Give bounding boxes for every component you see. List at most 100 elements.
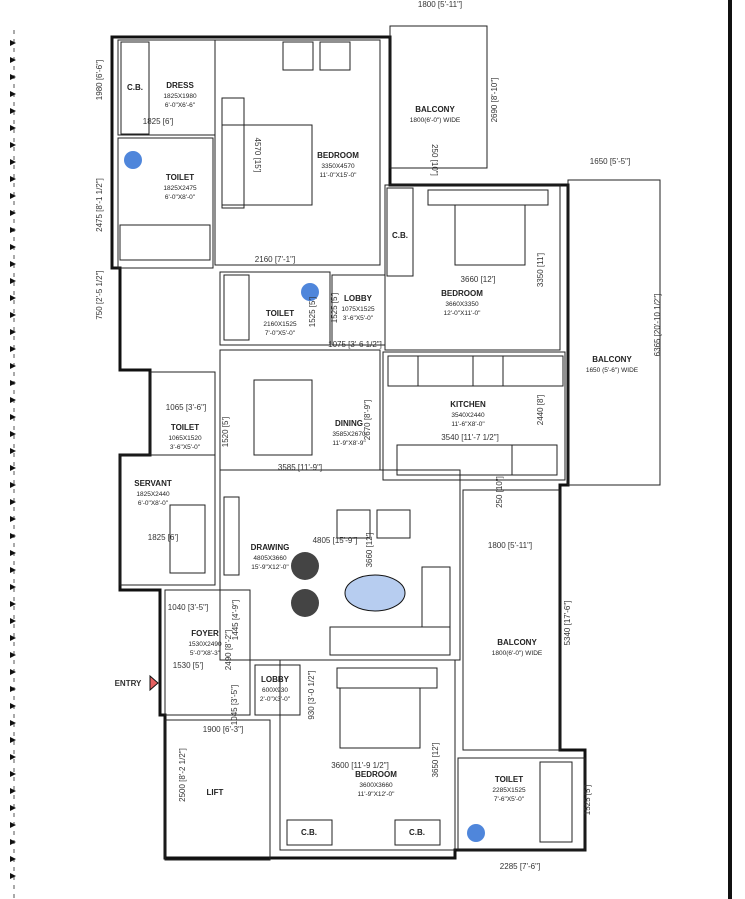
room-name: SERVANT xyxy=(134,479,172,488)
room-outline xyxy=(164,719,271,861)
dimension-label: 1445 [4'-9"] xyxy=(231,600,240,640)
room-outline xyxy=(389,25,488,169)
dimension-label: 1075 [3'-6 1/2"] xyxy=(328,340,382,349)
headboard xyxy=(427,189,549,206)
cupboard-label: C.B. xyxy=(301,828,317,837)
washbasin-icon xyxy=(124,151,142,169)
dimension-label: 1900 [6'-3"] xyxy=(203,725,243,734)
binding-hole-icon xyxy=(10,142,16,148)
room-name: DRAWING xyxy=(251,543,290,552)
cupboard xyxy=(120,41,150,135)
stove-icon xyxy=(472,355,504,387)
room-name: LOBBY xyxy=(344,294,373,303)
room-outline xyxy=(219,349,381,471)
binding-hole-icon xyxy=(10,176,16,182)
room-size-metric: 3600X3660 xyxy=(359,782,393,789)
room-outline xyxy=(384,184,561,351)
room-size-imperial: 5'-0"X8'-3" xyxy=(190,650,221,657)
binding-hole-icon xyxy=(10,295,16,301)
dimension-label: 3600 [11'-9 1/2"] xyxy=(331,761,389,770)
room-name: BALCONY xyxy=(497,638,537,647)
dimension-label: 1825 [6'] xyxy=(143,117,173,126)
room-name: TOILET xyxy=(266,309,294,318)
binding-hole-icon xyxy=(10,771,16,777)
room-name: BALCONY xyxy=(592,355,632,364)
room-outline xyxy=(254,664,301,716)
dimension-label: 3660 [12'] xyxy=(365,533,374,568)
binding-hole-icon xyxy=(10,312,16,318)
dimension-label: 3660 [12'] xyxy=(461,275,496,284)
room-size-imperial: 2'-0"X3'-0" xyxy=(260,696,291,703)
room-size-metric: 1075X1525 xyxy=(341,306,375,313)
dimension-label: 2690 [8'-10"] xyxy=(490,78,499,123)
dimension-label: 1530 [5'] xyxy=(173,661,203,670)
dimension-label: 1525 [5'] xyxy=(330,293,339,323)
binding-hole-icon xyxy=(10,363,16,369)
dimension-label: 250 [10"] xyxy=(495,476,504,508)
room-name: DRESS xyxy=(166,81,194,90)
binding-hole-icon xyxy=(10,669,16,675)
binding-hole-icon xyxy=(10,380,16,386)
dimension-label: 1650 [5'-5"] xyxy=(590,157,630,166)
bed xyxy=(221,124,313,206)
binding-hole-icon xyxy=(10,40,16,46)
pouf xyxy=(291,552,319,580)
dining-table xyxy=(253,379,313,456)
room-outline xyxy=(219,271,331,346)
binding-hole-icon xyxy=(10,108,16,114)
fridge xyxy=(387,355,419,387)
room-size-imperial: 6'-0"X6'-6" xyxy=(165,102,196,109)
room-size-imperial: 11'-0"X15'-0" xyxy=(320,172,358,179)
armchair xyxy=(336,509,371,539)
dimension-label: 1045 [3'-5"] xyxy=(230,685,239,725)
binding-hole-icon xyxy=(10,805,16,811)
binding-hole-icon xyxy=(10,584,16,590)
dimension-label: 2475 [8'-1 1/2"] xyxy=(95,178,104,232)
binding-hole-icon xyxy=(10,397,16,403)
room-size-metric: 1825X1980 xyxy=(163,93,197,100)
room-name: DINING xyxy=(335,419,363,428)
room-size-metric: 1650 (5'-6") WIDE xyxy=(586,367,639,374)
dimension-label: 930 [3'-0 1/2"] xyxy=(307,670,316,719)
room-name: LOBBY xyxy=(261,675,290,684)
binding-hole-icon xyxy=(10,482,16,488)
room-size-metric: 2160X1525 xyxy=(263,321,297,328)
room-outline xyxy=(331,274,386,346)
binding-hole-icon xyxy=(10,465,16,471)
room-size-imperial: 3'-6"X5'-0" xyxy=(170,444,201,451)
binding-hole-icon xyxy=(10,550,16,556)
room-size-metric: 1800(6'-0") WIDE xyxy=(492,650,543,657)
headboard xyxy=(221,97,245,209)
cupboard xyxy=(386,187,414,277)
room-size-metric: 3540X2440 xyxy=(451,412,485,419)
binding-hole-icon xyxy=(10,159,16,165)
stair-icon xyxy=(169,504,206,574)
sofa xyxy=(329,626,451,656)
armchair xyxy=(376,509,411,539)
binding-hole-icon xyxy=(10,839,16,845)
binding-hole-icon xyxy=(10,754,16,760)
room-outline xyxy=(119,454,216,586)
room-size-imperial: 7'-0"X5'-0" xyxy=(265,330,296,337)
dimension-label: 1525 [5'] xyxy=(583,785,592,815)
coffee-table xyxy=(344,574,406,612)
dimension-label: 4805 [15'-9"] xyxy=(313,536,358,545)
room-size-imperial: 11'-9"X12'-0" xyxy=(358,791,396,798)
binding-hole-icon xyxy=(10,516,16,522)
binding-hole-icon xyxy=(10,567,16,573)
dimension-label: 4570 [15'] xyxy=(253,138,262,173)
armchair xyxy=(319,41,351,71)
dimension-label: 3585 [11'-9"] xyxy=(278,463,322,472)
room-size-metric: 1065X1520 xyxy=(168,435,202,442)
room-size-imperial: 6'-0"X8'-0" xyxy=(165,194,196,201)
room-size-metric: 1800(6'-0") WIDE xyxy=(410,117,461,124)
room-name: BEDROOM xyxy=(317,151,359,160)
binding-hole-icon xyxy=(10,346,16,352)
room-size-metric: 1530X2490 xyxy=(188,641,222,648)
